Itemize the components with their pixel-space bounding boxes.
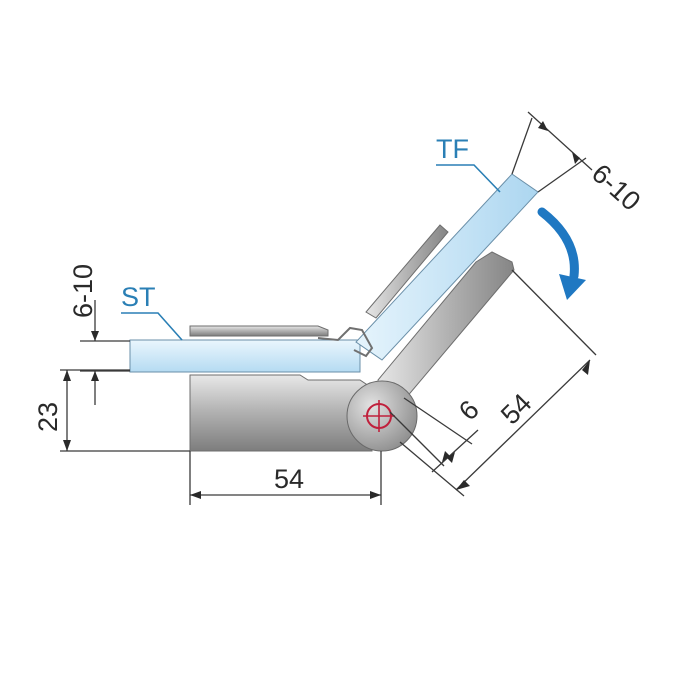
dim-width-angled <box>399 269 597 497</box>
dim-height <box>60 369 190 452</box>
leader-st <box>121 312 183 341</box>
label-tf: TF <box>436 134 469 164</box>
dim-label-thickness-right: 6-10 <box>586 158 646 216</box>
dim-label-width-angled: 54 <box>495 388 537 430</box>
leader-tf <box>436 164 501 193</box>
dim-label-width-horizontal: 54 <box>274 464 304 494</box>
dim-glass-thickness-left <box>80 300 130 405</box>
dim-label-thickness-left: 6-10 <box>68 264 98 318</box>
glass-panel-tf <box>355 173 539 361</box>
crosshair-icon <box>363 400 395 432</box>
glass-panel-st <box>129 339 361 373</box>
curved-arrow-icon <box>537 207 586 300</box>
clamp-plate-angled <box>365 224 449 319</box>
dim-label-height: 23 <box>33 402 63 432</box>
clamp-plate-horizontal <box>189 325 329 337</box>
dim-glass-thickness-right <box>511 111 593 193</box>
dim-width-horizontal <box>189 451 382 505</box>
dim-offset-angled <box>389 397 479 473</box>
label-st: ST <box>121 282 156 312</box>
seal-profile <box>317 326 374 358</box>
dim-label-offset-angled: 6 <box>453 394 485 426</box>
hinge-leaf-horizontal <box>189 374 373 452</box>
